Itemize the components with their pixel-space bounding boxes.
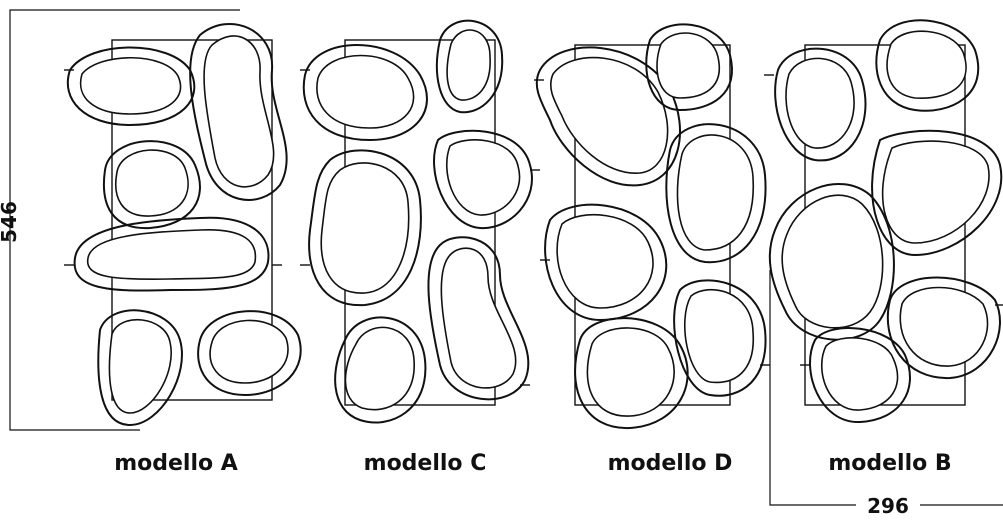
width-dimension: 296	[769, 270, 1003, 518]
model-c-label: modello C	[364, 451, 487, 476]
height-dimension-value: 546	[0, 201, 21, 243]
model-d-panel: modello D	[534, 23, 770, 476]
model-b-panel: modello B	[764, 19, 1003, 476]
width-dimension-value: 296	[867, 494, 909, 518]
model-a-panel: modello A	[64, 23, 310, 476]
model-d-label: modello D	[608, 451, 733, 476]
height-dimension: 546	[0, 9, 240, 431]
model-b-label: modello B	[828, 451, 951, 476]
model-a-label: modello A	[114, 451, 238, 476]
model-c-panel: modello C	[300, 19, 540, 476]
